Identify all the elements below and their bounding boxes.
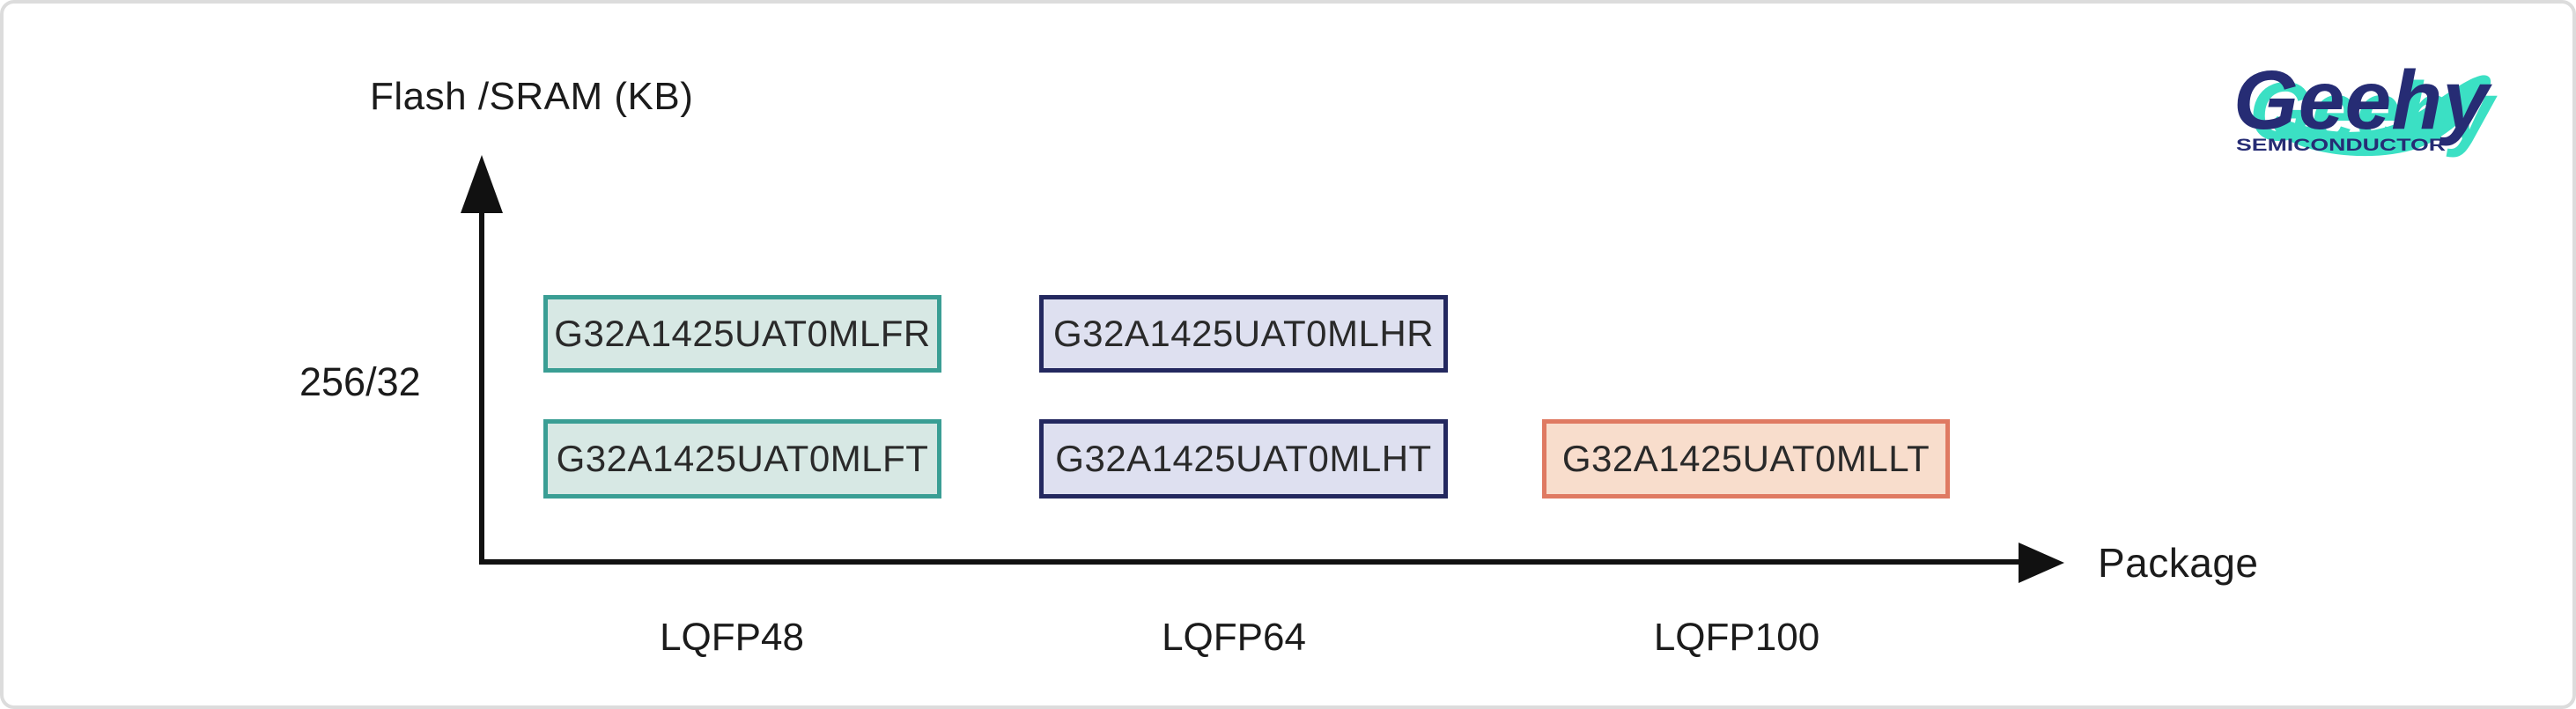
x-tick-lqfp64: LQFP64 <box>1162 616 1306 659</box>
part-number-label: G32A1425UAT0MLHT <box>1055 438 1432 479</box>
part-box-g32a1425uat0mlhr: G32A1425UAT0MLHR <box>1039 295 1448 373</box>
part-number-label: G32A1425UAT0MLFT <box>556 438 929 479</box>
x-axis-line <box>479 559 2022 565</box>
y-axis-title: Flash /SRAM (KB) <box>370 75 694 118</box>
part-number-label: G32A1425UAT0MLFR <box>554 313 931 354</box>
part-box-g32a1425uat0mllt: G32A1425UAT0MLLT <box>1542 419 1950 499</box>
logo-swoosh <box>2273 75 2491 157</box>
logo-brand-echo: Geehy <box>2249 65 2498 159</box>
x-tick-lqfp100: LQFP100 <box>1653 616 1820 659</box>
part-number-label: G32A1425UAT0MLLT <box>1561 438 1930 479</box>
part-box-g32a1425uat0mlht: G32A1425UAT0MLHT <box>1039 419 1448 499</box>
part-number-label: G32A1425UAT0MLHR <box>1052 313 1435 354</box>
y-axis-line <box>479 210 484 565</box>
y-tick-256-32: 256/32 <box>299 359 421 404</box>
geehy-logo: Geehy Geehy SEMICONDUCTOR <box>2233 62 2498 159</box>
y-axis-arrowhead-icon <box>461 155 503 213</box>
part-box-g32a1425uat0mlfr: G32A1425UAT0MLFR <box>543 295 941 373</box>
x-axis-title: Package <box>2098 540 2259 586</box>
part-box-g32a1425uat0mlft: G32A1425UAT0MLFT <box>543 419 941 499</box>
logo-subtitle-text: SEMICONDUCTOR <box>2236 137 2446 155</box>
logo-brand-text: Geehy <box>2233 62 2492 147</box>
x-axis-arrowhead-icon <box>2019 543 2064 583</box>
x-tick-lqfp48: LQFP48 <box>660 616 804 659</box>
